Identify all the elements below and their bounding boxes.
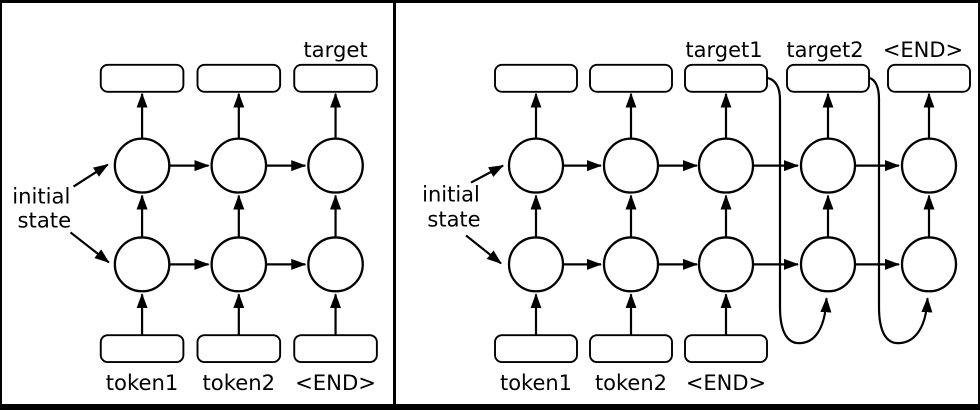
- initial-state-label-line2: state: [427, 207, 480, 231]
- state-node: [900, 137, 958, 194]
- state-node: [697, 236, 755, 293]
- input-label: token2: [595, 371, 667, 395]
- output-box: [99, 63, 185, 93]
- state-node: [900, 236, 958, 293]
- input-box: [293, 334, 378, 364]
- state-node: [799, 137, 857, 194]
- panel-right: target1 target2 <END> token1 token2 <END…: [396, 3, 978, 404]
- output-box: [589, 63, 673, 93]
- panel-left: target token1 token2 <END> initial state: [2, 3, 396, 404]
- left-state-nodes: [113, 137, 364, 293]
- input-box: [99, 334, 185, 364]
- output-box: [494, 63, 578, 93]
- output-label: target1: [685, 38, 762, 62]
- state-node: [113, 236, 171, 293]
- feedback-curve: [766, 76, 832, 345]
- output-box: [196, 63, 282, 93]
- input-label: <END>: [295, 370, 376, 395]
- state-node: [602, 137, 660, 194]
- feedback-curve: [868, 76, 933, 345]
- output-box: [684, 63, 768, 93]
- output-box: [293, 63, 378, 93]
- input-box: [494, 334, 578, 364]
- right-input-boxes: [494, 334, 768, 364]
- input-box: [589, 334, 673, 364]
- input-box: [684, 334, 768, 364]
- input-label: token1: [106, 370, 179, 395]
- input-label: token1: [500, 371, 572, 395]
- target-label: target: [303, 37, 367, 62]
- state-node: [507, 137, 565, 194]
- state-node: [113, 137, 171, 194]
- output-box: [786, 63, 870, 93]
- initial-state-arrow: [465, 234, 502, 265]
- output-label: <END>: [883, 38, 963, 62]
- initial-state-arrow: [72, 163, 109, 188]
- state-node: [307, 137, 364, 194]
- state-node: [799, 236, 857, 293]
- left-arrows: [69, 92, 342, 336]
- initial-state-label-line2: state: [18, 208, 72, 233]
- input-label: <END>: [686, 371, 766, 395]
- output-box: [887, 63, 971, 93]
- right-state-nodes: [507, 137, 958, 293]
- right-arrows: [465, 92, 935, 336]
- state-node: [697, 137, 755, 194]
- left-diagram: target token1 token2 <END> initial state: [12, 37, 378, 395]
- input-label: token2: [203, 370, 276, 395]
- left-input-boxes: [99, 334, 378, 364]
- initial-state-arrow: [470, 164, 504, 184]
- state-node: [602, 236, 660, 293]
- initial-state-label-line1: initial: [12, 184, 70, 209]
- initial-state-label-line1: initial: [422, 183, 480, 207]
- state-node: [507, 236, 565, 293]
- right-diagram: target1 target2 <END> token1 token2 <END…: [422, 38, 971, 395]
- initial-state-arrow: [69, 231, 110, 264]
- input-box: [196, 334, 282, 364]
- state-node: [210, 236, 268, 293]
- left-output-boxes: [99, 63, 378, 93]
- output-label: target2: [786, 38, 863, 62]
- state-node: [307, 236, 364, 293]
- right-output-boxes: [494, 63, 971, 93]
- state-node: [210, 137, 268, 194]
